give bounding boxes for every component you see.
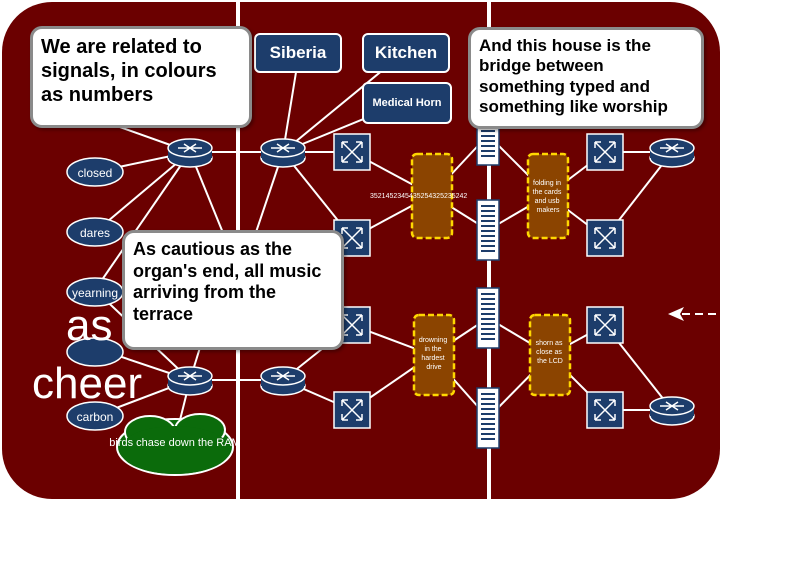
big-word-as: as	[66, 301, 113, 350]
birds-cloud: birds chase down the RAM	[109, 413, 241, 476]
appliance-box: drowning in the hardest drive	[412, 313, 456, 397]
arrow-left-icon	[668, 307, 718, 321]
closed-cloud-label: closed	[78, 166, 113, 180]
switch-icon	[586, 391, 624, 429]
yearning-cloud: yearning	[66, 277, 124, 307]
appliance-label: drowning in the hardest drive	[419, 337, 449, 371]
switch-icon	[333, 133, 371, 171]
carbon-cloud: carbon	[66, 401, 124, 431]
appliance-box: shorn as close as the LCD	[528, 313, 572, 397]
number-string: 3521452345435254325235242	[370, 193, 467, 200]
kitchen-label: Kitchen	[362, 33, 450, 73]
server-icon	[476, 287, 500, 349]
appliance-box	[410, 152, 454, 240]
blank-cloud	[66, 337, 124, 367]
closed-cloud: closed	[66, 157, 124, 187]
router-icon	[649, 138, 695, 168]
switch-icon	[586, 219, 624, 257]
dares-cloud-label: dares	[80, 226, 110, 240]
callout-middle-left: As cautious as the organ's end, all musi…	[122, 230, 344, 350]
switch-icon	[586, 306, 624, 344]
router-icon	[167, 138, 213, 168]
appliance-label: shorn as close as the LCD	[536, 340, 565, 365]
callout-top-left: We are related to signals, in colours as…	[30, 26, 252, 128]
big-word-cheer: cheer	[32, 359, 143, 408]
birds-cloud-label: birds chase down the RAM	[109, 437, 240, 449]
siberia-label: Siberia	[254, 33, 342, 73]
carbon-cloud-label: carbon	[77, 410, 114, 424]
switch-icon	[586, 133, 624, 171]
server-icon	[476, 387, 500, 449]
medical-horn-label: Medical Horn	[362, 82, 452, 124]
dares-cloud: dares	[66, 217, 124, 247]
appliance-box: folding in the cards and usb makers	[526, 152, 570, 240]
router-icon	[167, 366, 213, 396]
appliance-label: folding in the cards and usb makers	[533, 180, 564, 214]
switch-icon	[333, 391, 371, 429]
router-icon	[260, 366, 306, 396]
router-icon	[260, 138, 306, 168]
callout-top-right: And this house is the bridge between som…	[468, 27, 704, 129]
yearning-cloud-label: yearning	[72, 286, 118, 300]
router-icon	[649, 396, 695, 426]
server-icon	[476, 199, 500, 261]
